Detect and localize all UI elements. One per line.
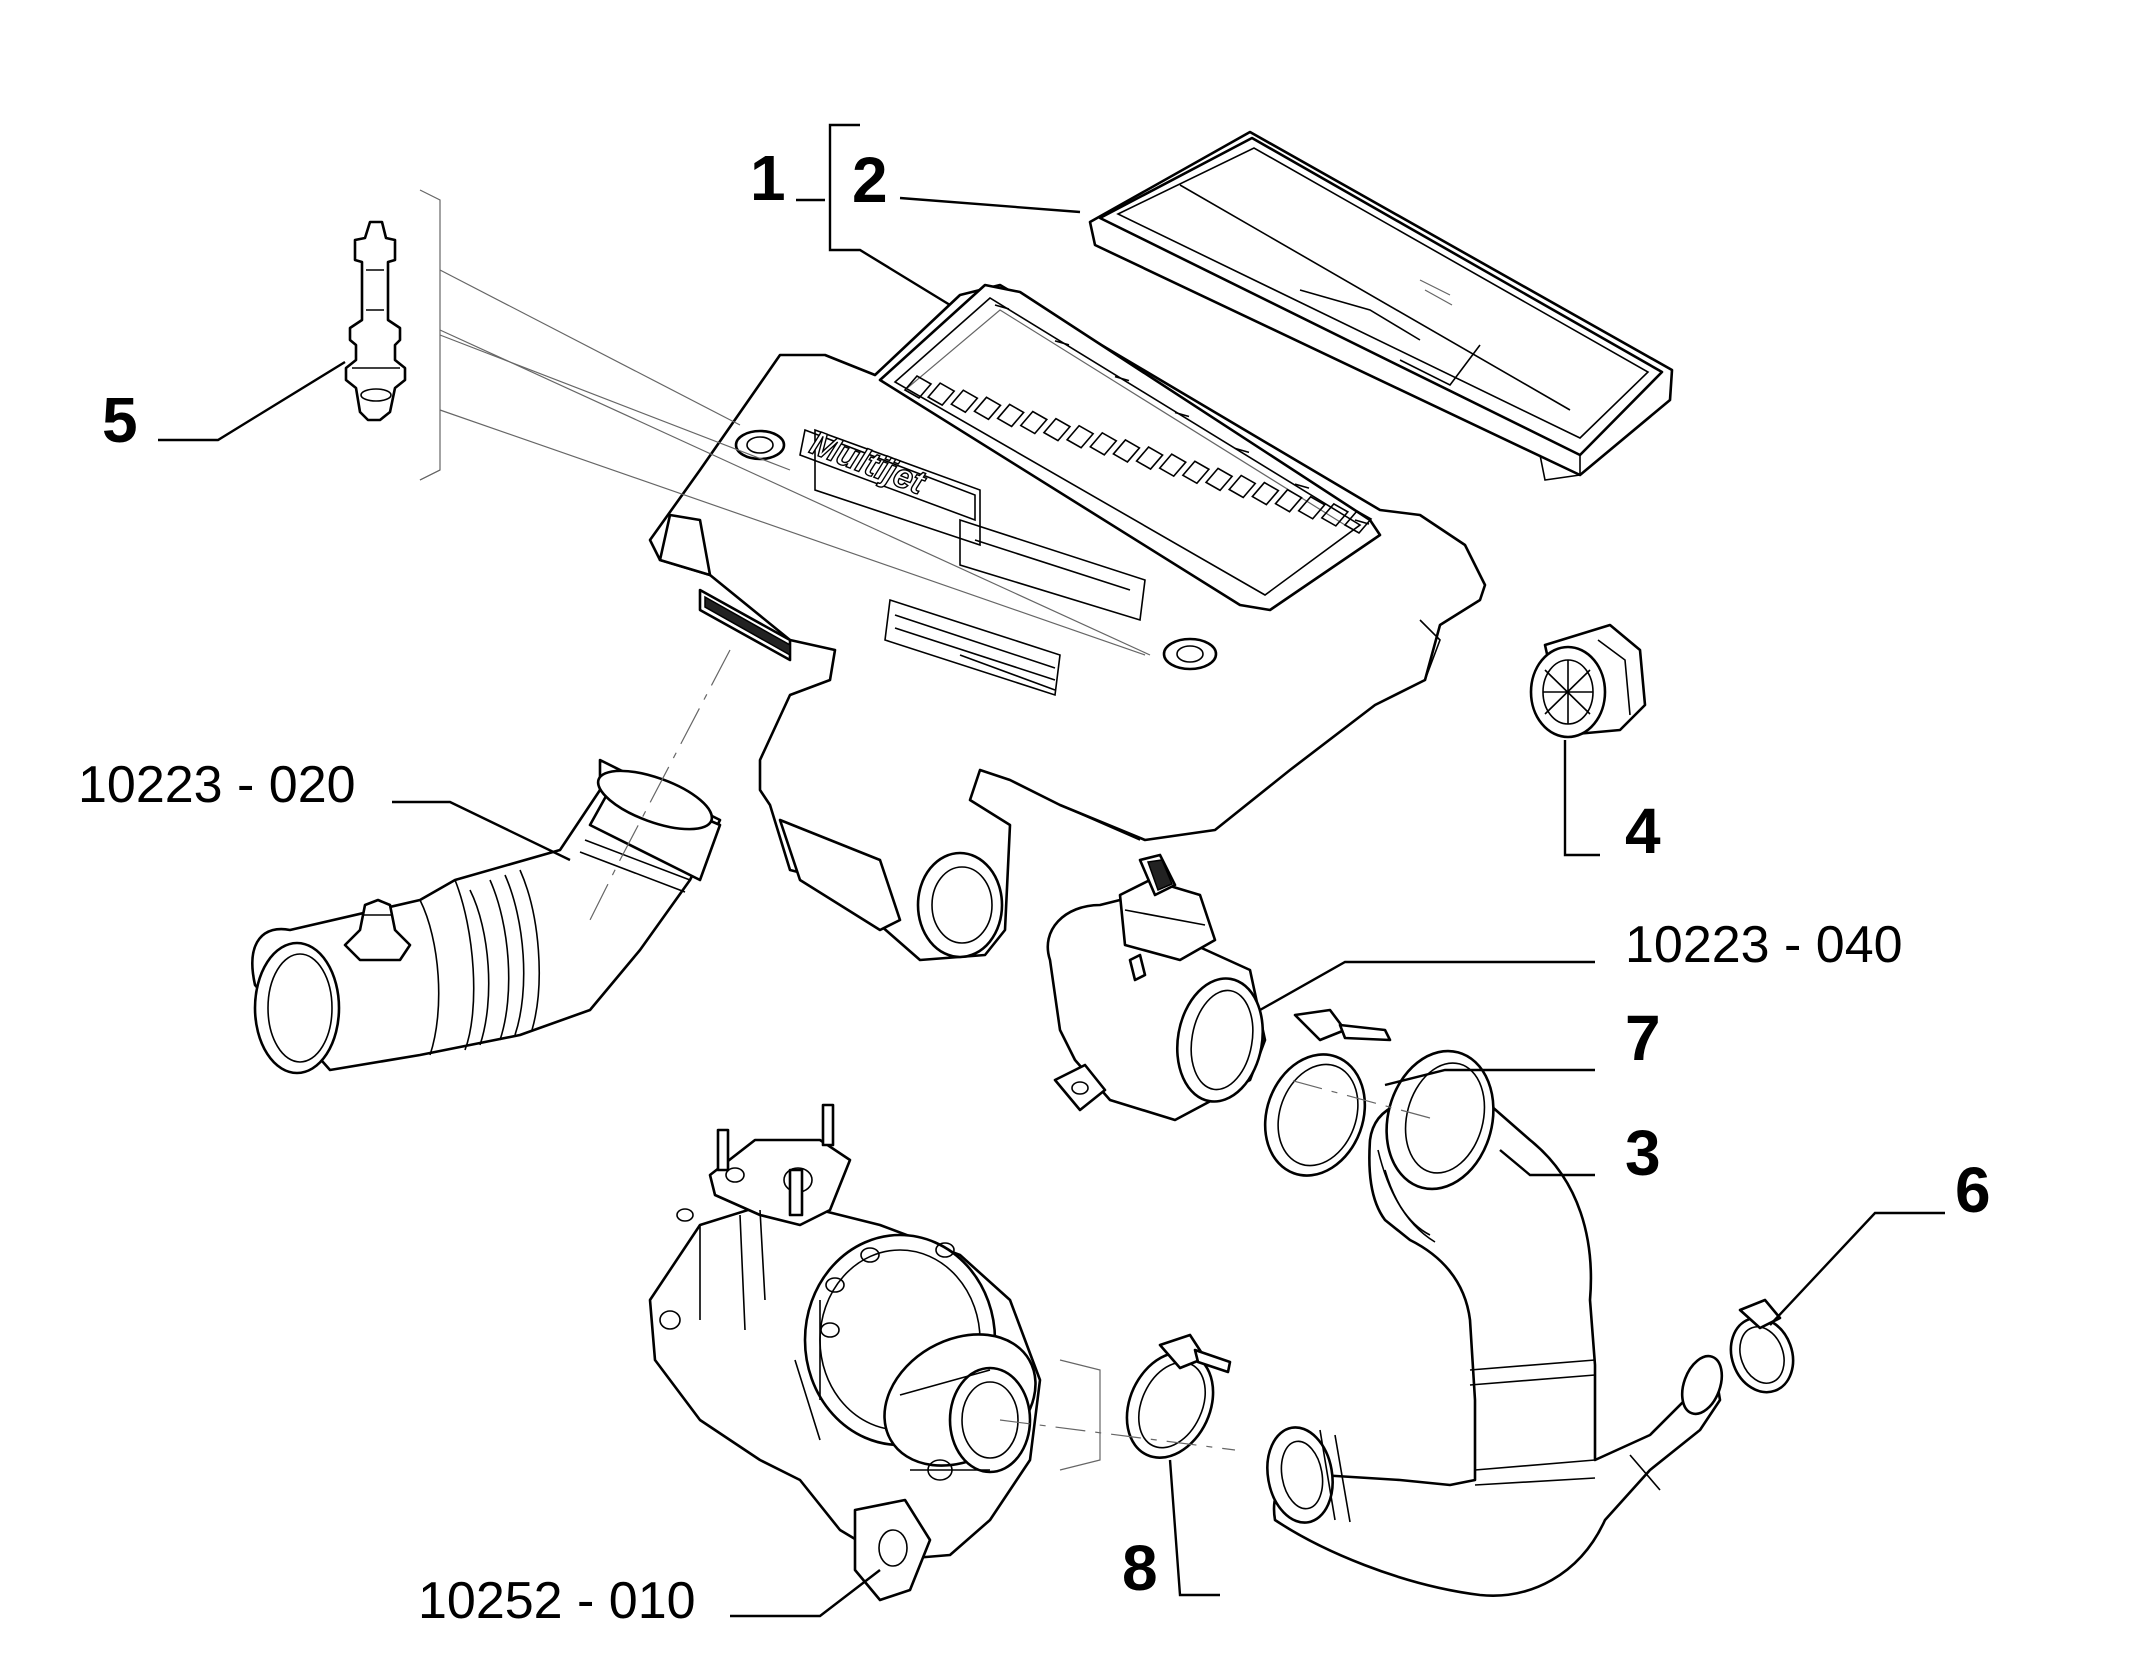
cover-rib [973, 396, 1002, 421]
grommet-plug [1529, 623, 1647, 739]
leader-lines [158, 123, 1945, 1618]
turbocharger [648, 1103, 1042, 1602]
cover-rib [1294, 483, 1310, 489]
ref-10252-010: 10252 - 010 [418, 1572, 696, 1630]
cover-rib [1274, 488, 1303, 513]
cover-rib [1042, 417, 1072, 442]
cover-rib [1089, 431, 1118, 456]
cover-rib [903, 374, 933, 400]
callout-8: 8 [1122, 1532, 1158, 1604]
callout-1: 1 [750, 142, 786, 214]
cover-ribs [903, 304, 1373, 535]
cover-rib [1297, 495, 1326, 520]
cover-rib [1181, 460, 1211, 485]
cover-rib [1251, 481, 1280, 506]
callout-7: 7 [1625, 1002, 1661, 1074]
cover-rib [1112, 438, 1141, 463]
hose-clamp-small [1729, 1298, 1795, 1394]
callout-labels: 1 2 3 4 5 6 7 8 10223 - 020 10223 - 040 … [78, 142, 1991, 1630]
cover-rib [1320, 502, 1350, 527]
reference-lines [419, 189, 1431, 1471]
air-filter-element [1088, 130, 1674, 481]
cover-rib [996, 403, 1025, 428]
push-pin-fastener [344, 220, 407, 422]
cover-rib [1227, 474, 1257, 499]
cover-rib [1174, 411, 1190, 418]
inlet-duct [251, 758, 722, 1075]
callout-6: 6 [1955, 1154, 1991, 1226]
air-flow-meter [1046, 853, 1267, 1122]
cover-rib [1065, 424, 1095, 449]
hose-clamp-medium [1125, 1333, 1232, 1459]
cover-rib [1158, 453, 1187, 478]
cover-rib [1343, 509, 1373, 535]
cover-rib [1135, 446, 1164, 471]
ref-10223-020: 10223 - 020 [78, 756, 356, 814]
cover-rib [1204, 467, 1234, 492]
cover-rib [1114, 375, 1130, 382]
cover-rib [1019, 410, 1049, 435]
callout-4: 4 [1625, 795, 1661, 867]
cover-rib [950, 389, 979, 414]
ref-10223-040: 10223 - 040 [1625, 916, 1903, 974]
hose-clamp-large [1263, 1008, 1392, 1177]
cover-rib [926, 382, 956, 407]
callout-3: 3 [1625, 1117, 1661, 1189]
cover-rib [1054, 340, 1070, 346]
cover-rib [1234, 447, 1250, 454]
cover-rib [994, 304, 1010, 310]
cover-rib [1354, 519, 1370, 525]
callout-5: 5 [102, 384, 138, 456]
callout-2: 2 [852, 144, 888, 216]
engine-cover-airbox: Multijet [648, 283, 1487, 962]
